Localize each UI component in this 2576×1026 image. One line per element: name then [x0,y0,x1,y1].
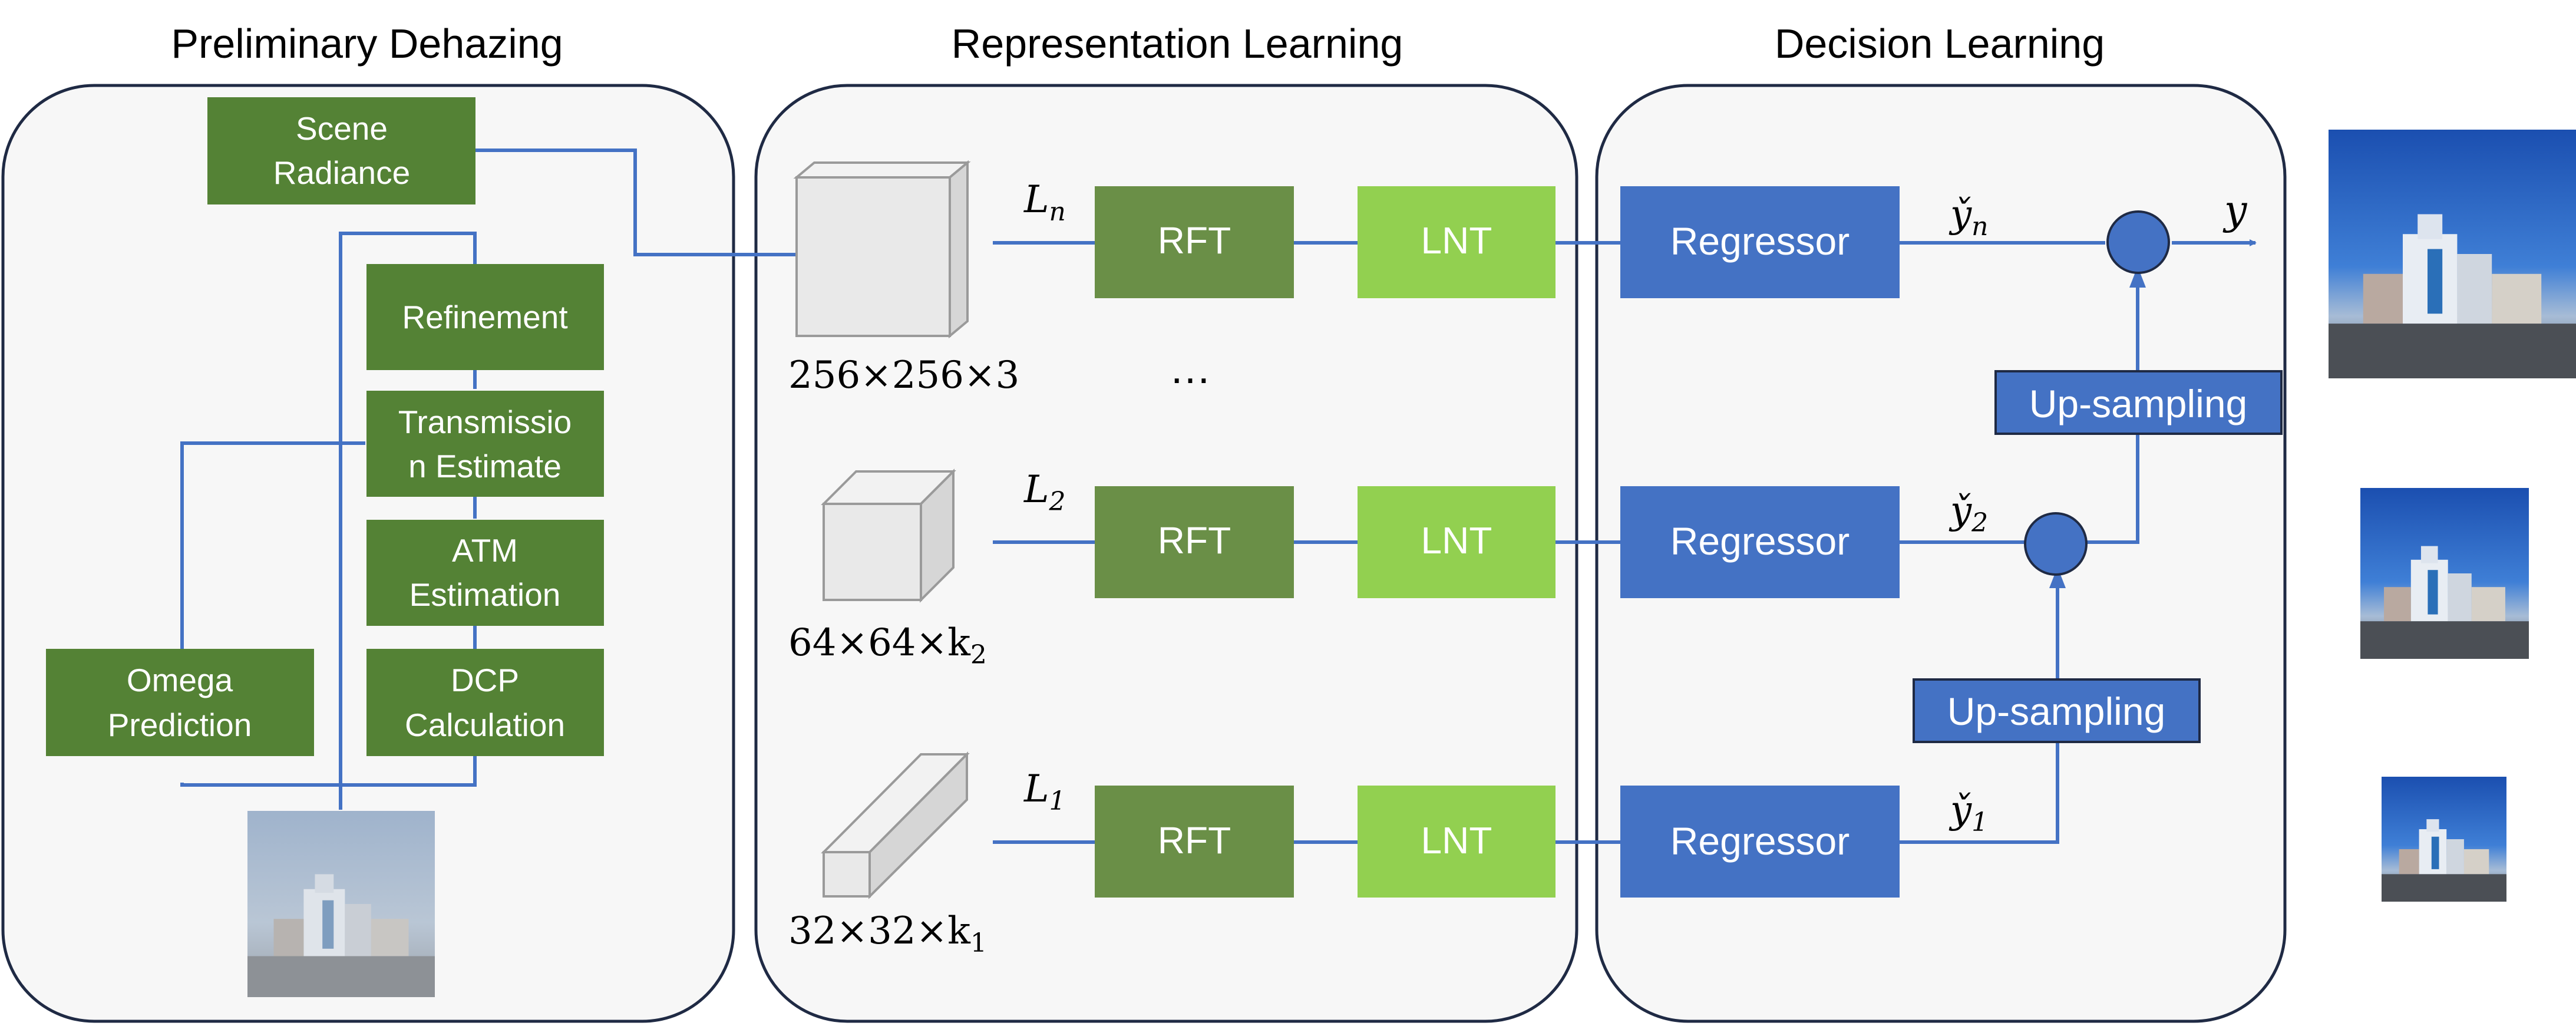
scene-radiance-label-2: Radiance [273,154,410,191]
fusion-node-top [2106,210,2170,274]
rft-label-2: RFT [1158,519,1231,562]
regressor-box-n: Regressor [1620,186,1900,298]
rft-box-2: RFT [1095,486,1294,598]
yhat-label-2: y̌2 [1948,489,1988,538]
output-image-small [2382,777,2506,902]
dcp-label-1: DCP [451,662,519,698]
lnt-box-1: LNT [1358,786,1555,898]
atm-estimation-box: ATM Estimation [366,520,604,626]
loss-label-n: Ln [1023,178,1066,227]
refinement-box: Refinement [366,264,604,370]
output-image-large [2329,130,2576,378]
dcp-calculation-box: DCP Calculation [366,649,604,756]
transmission-estimate-box: Transmissio n Estimate [366,391,604,497]
rft-label-1: RFT [1158,819,1231,862]
upsampling-box-top: Up-sampling [1994,370,2283,435]
ellipsis: … [1169,345,1211,392]
section-title-preliminary: Preliminary Dehazing [171,21,563,67]
yhat-label-1: y̌1 [1948,789,1988,837]
lnt-box-n: LNT [1358,186,1555,298]
size-label-32: 32×32×k1 [788,909,987,958]
transmission-label-2: n Estimate [408,448,562,484]
upsampling-label-bottom: Up-sampling [1947,690,2165,733]
dcp-label-2: Calculation [405,707,565,743]
section-title-representation: Representation Learning [952,21,1403,67]
yhat-label-n: y̌n [1948,193,1989,242]
regressor-label-2: Regressor [1670,519,1850,563]
lnt-label-2: LNT [1421,519,1492,562]
omega-prediction-box: Omega Prediction [46,649,314,756]
feature-cube-256 [793,160,971,339]
scene-radiance-label-1: Scene [296,110,388,147]
loss-label-1: L1 [1023,767,1066,816]
upsampling-label-top: Up-sampling [2029,382,2247,425]
regressor-box-1: Regressor [1620,786,1900,898]
transmission-label-1: Transmissio [398,404,572,440]
rft-box-n: RFT [1095,186,1294,298]
feature-cube-32 [821,751,970,899]
regressor-box-2: Regressor [1620,486,1900,598]
omega-label-2: Prediction [108,707,252,743]
output-image-medium [2360,488,2529,659]
size-label-64: 64×64×k2 [788,621,987,670]
lnt-label-n: LNT [1421,219,1492,262]
refinement-label: Refinement [402,299,567,335]
lnt-box-2: LNT [1358,486,1555,598]
section-title-decision: Decision Learning [1775,21,2105,67]
lnt-label-1: LNT [1421,819,1492,862]
rft-label-n: RFT [1158,219,1231,262]
omega-label-1: Omega [127,662,233,698]
hazy-input-image [247,811,435,997]
regressor-label-n: Regressor [1670,219,1850,263]
atm-label-2: Estimation [409,576,561,613]
fusion-node-middle [2024,512,2088,576]
scene-radiance-box: Scene Radiance [207,97,475,204]
decision-connectors [1900,239,2257,844]
size-label-256: 256×256×3 [788,354,1019,397]
atm-label-1: ATM [452,532,518,569]
rft-box-1: RFT [1095,786,1294,898]
loss-label-2: L2 [1023,468,1066,517]
upsampling-box-bottom: Up-sampling [1913,678,2201,743]
row-connectors [993,241,1620,844]
regressor-label-1: Regressor [1670,819,1850,863]
output-label: y [2222,187,2248,234]
feature-cube-64 [821,469,956,603]
